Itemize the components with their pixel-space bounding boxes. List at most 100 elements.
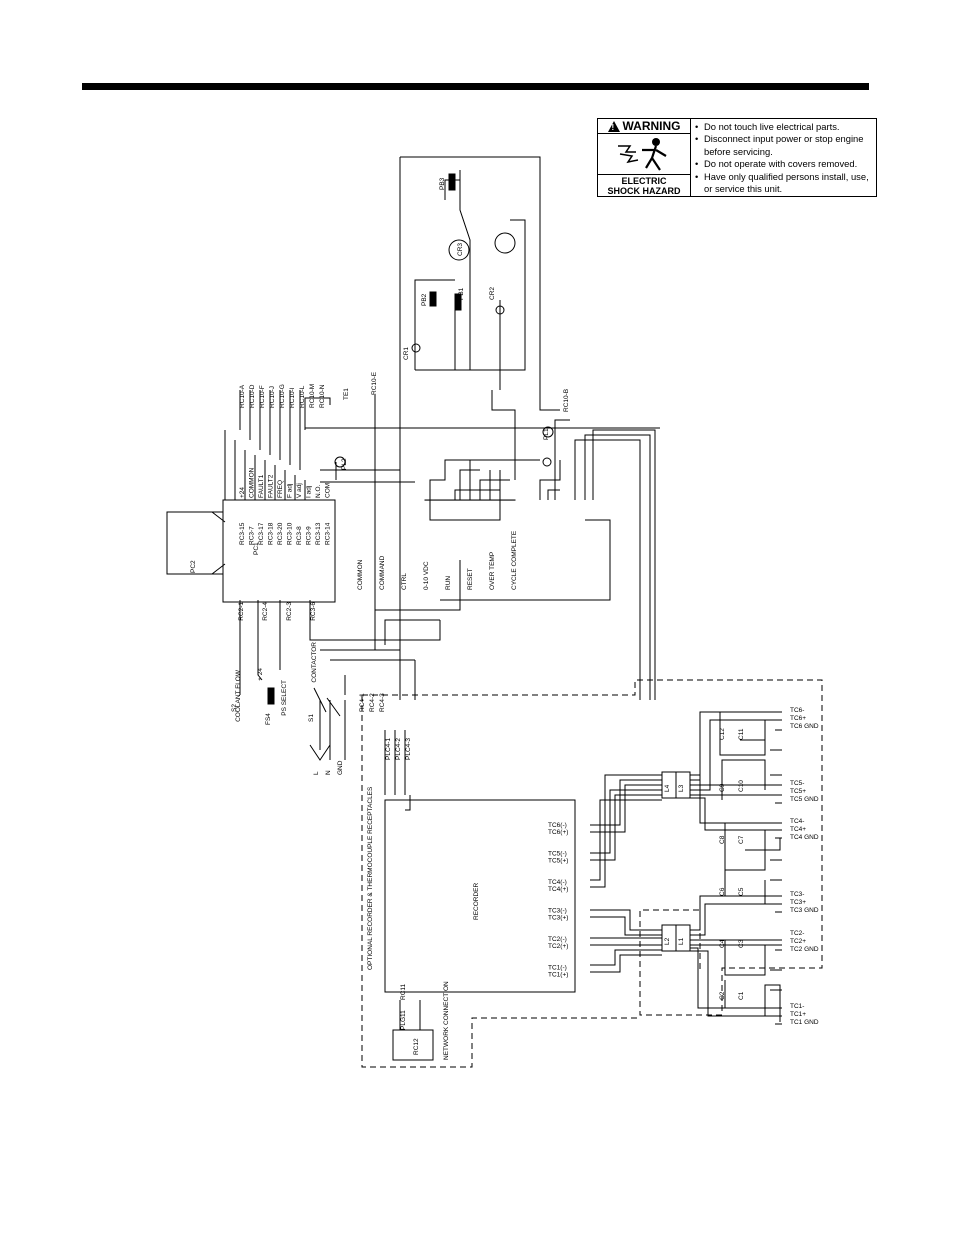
tc-output-label: TC1+ <box>790 1011 806 1018</box>
tc-input-label: TC3(+) <box>548 915 568 922</box>
inductor-label: L4 <box>664 784 671 792</box>
pc1-signal-label: F adj <box>287 484 294 498</box>
tc-output-label: TC6- <box>790 707 804 714</box>
recorder-box-label: OPTIONAL RECORDER & THERMOCOUPLE RECEPTA… <box>367 786 374 970</box>
hazard-line-1: ELECTRIC <box>621 176 667 186</box>
line-label: GND <box>337 760 344 775</box>
inductor-label: L3 <box>678 784 685 792</box>
switch-label: S2 <box>231 704 238 712</box>
pc2-label: PC2 <box>190 560 197 573</box>
ctrl-label: COMMAND <box>379 555 386 590</box>
inductor-label: L2 <box>664 937 671 945</box>
rc10-label: RC10-J <box>269 386 276 408</box>
tc-output-label: TC6 GND <box>790 723 819 730</box>
rc3-label: RC3-20 <box>277 522 284 545</box>
tc-input-label: TC5(+) <box>548 858 568 865</box>
capacitor-label: C10 <box>738 780 745 792</box>
plc4-label: PLC4-2 <box>395 738 402 760</box>
switch-label: S1 <box>308 714 315 722</box>
header-rule <box>82 83 869 90</box>
capacitor-label: C5 <box>738 887 745 896</box>
warning-hazard-text: ELECTRIC SHOCK HAZARD <box>598 174 690 197</box>
left-label: COOLANT FLOW <box>235 669 242 722</box>
ctrl-label: RESET <box>467 568 474 590</box>
pc1-signal-label: N.O. <box>315 484 322 498</box>
capacitor-label: C9 <box>719 783 726 792</box>
rc2-label: RC2-3 <box>286 602 293 621</box>
tc-output-label: TC2+ <box>790 938 806 945</box>
rc10-label: RC10-L <box>299 385 306 408</box>
relay-label: PB2 <box>421 293 428 306</box>
hazard-line-2: SHOCK HAZARD <box>607 186 681 196</box>
rc3-label: RC3-14 <box>325 522 332 545</box>
left-label: CONTACTOR <box>311 642 318 683</box>
tc-output-label: TC5+ <box>790 788 806 795</box>
tc-output-label: TC6+ <box>790 715 806 722</box>
tc-input-label: TC2(+) <box>548 943 568 950</box>
warning-item: Do not touch live electrical parts. <box>695 121 872 134</box>
schematic-wires <box>166 156 823 1068</box>
capacitor-label: C2 <box>719 991 726 1000</box>
warning-item: Have only qualified persons install, use… <box>695 171 872 196</box>
tc-output-label: TC5 GND <box>790 796 819 803</box>
rc3-label: RC3-9 <box>306 526 313 545</box>
tc-output-label: TC3- <box>790 891 804 898</box>
plc4-label: PLC4-1 <box>385 738 392 760</box>
pc1-signal-label: COMMON <box>249 467 256 498</box>
tc-input-label: TC5(-) <box>548 851 567 858</box>
ctrl-label: CYCLE COMPLETE <box>511 530 518 590</box>
switch-label: FS4 <box>265 713 272 725</box>
tc-input-label: TC6(+) <box>548 829 568 836</box>
warning-item: Disconnect input power or stop engine be… <box>695 133 872 158</box>
rc10-label: RC10-A <box>239 384 246 408</box>
capacitor-label: C11 <box>738 728 745 740</box>
pc1-signal-label: FAULT1 <box>258 474 265 498</box>
tc-output-label: TC3+ <box>790 899 806 906</box>
pc1-signal-label: COM <box>325 483 332 498</box>
plc4-label: PLC4-3 <box>405 738 412 760</box>
tc-output-label: TC5- <box>790 780 804 787</box>
tc-input-label: TC6(-) <box>548 822 567 829</box>
electric-shock-icon <box>598 134 690 174</box>
pc1-signal-label: +24 <box>239 487 246 498</box>
rc3-label: RC3-15 <box>239 522 246 545</box>
tc-output-label: TC4- <box>790 818 804 825</box>
rc10-label: RC10-N <box>319 384 326 408</box>
ctrl-label: CTRL <box>401 573 408 590</box>
relay-label: PB1 <box>458 287 465 300</box>
rc3-label: RC3-13 <box>315 522 322 545</box>
pc1-signal-label: I adj <box>306 486 313 498</box>
rc3-label: RC3-17 <box>258 522 265 545</box>
ctrl-label: COMMON <box>357 559 364 590</box>
capacitor-label: C12 <box>719 728 726 740</box>
relay-label: CR1 <box>403 347 410 360</box>
warning-label: ! WARNING ELECTRIC SHOCK HAZARD Do not t… <box>597 118 877 197</box>
relay-label: PL2 <box>341 458 348 470</box>
pc1-signal-label: FAULT2 <box>268 474 275 498</box>
rc10-label: RC10-M <box>309 384 316 408</box>
tc-output-label: TC3 GND <box>790 907 819 914</box>
ctrl-label: 0-10 VDC <box>423 561 430 590</box>
capacitor-label: C1 <box>738 991 745 1000</box>
tc-output-label: TC2 GND <box>790 946 819 953</box>
relay-label: TE1 <box>343 388 350 400</box>
line-label: N <box>325 770 332 775</box>
tc-output-label: TC2- <box>790 930 804 937</box>
tc-output-label: TC1 GND <box>790 1019 819 1026</box>
rc3-label: RC3-7 <box>249 526 256 545</box>
rc4-label: RC4-2 <box>369 693 376 712</box>
rc12-label: RC12 <box>413 1038 420 1055</box>
network-label: NETWORK CONNECTION <box>443 981 450 1060</box>
rc10-label: RC10-I <box>289 387 296 408</box>
relay-label: CR2 <box>489 287 496 300</box>
ctrl-label: OVER TEMP <box>489 552 496 590</box>
tc-output-label: TC4+ <box>790 826 806 833</box>
rc10-b-label: RC10-B <box>563 389 570 412</box>
rc3-label: RC3-18 <box>268 522 275 545</box>
tc-input-label: TC3(-) <box>548 908 567 915</box>
capacitor-label: C8 <box>719 835 726 844</box>
rc10-label: RC10-G <box>279 384 286 408</box>
tc-input-label: TC4(-) <box>548 879 567 886</box>
